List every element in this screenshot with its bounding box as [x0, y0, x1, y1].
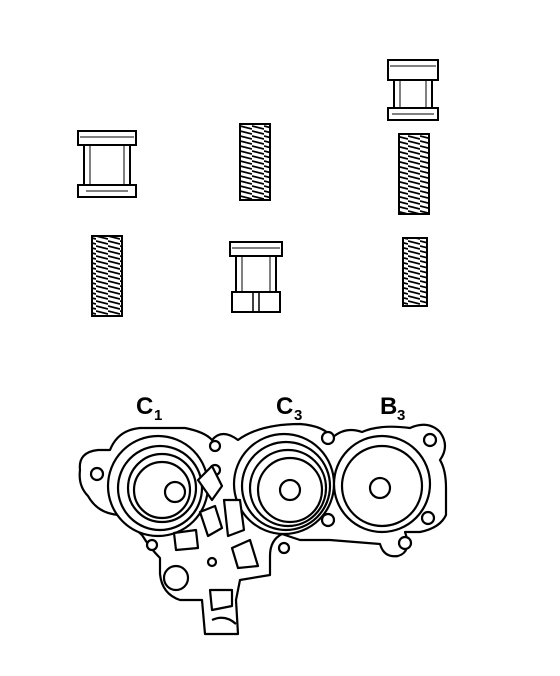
valve-body: [78, 422, 448, 636]
spring-c1: [91, 235, 123, 317]
label-c3: C 3: [276, 393, 302, 424]
piston-c3: [229, 241, 283, 313]
svg-text:C: C: [136, 393, 153, 420]
spring-b3-outer: [398, 133, 430, 215]
svg-text:B: B: [380, 393, 397, 420]
bore-c1: [106, 434, 210, 538]
label-c1: C 1: [136, 393, 162, 424]
bore-b3: [332, 434, 432, 534]
svg-text:3: 3: [294, 407, 302, 424]
spring-c3: [239, 123, 271, 201]
svg-text:C: C: [276, 393, 293, 420]
bore-c3: [232, 432, 336, 536]
svg-text:1: 1: [154, 407, 162, 424]
spring-b3-inner: [402, 237, 428, 307]
label-b3: B 3: [380, 393, 405, 424]
svg-text:3: 3: [397, 407, 405, 424]
piston-b3: [387, 59, 439, 121]
piston-c1: [77, 130, 137, 198]
